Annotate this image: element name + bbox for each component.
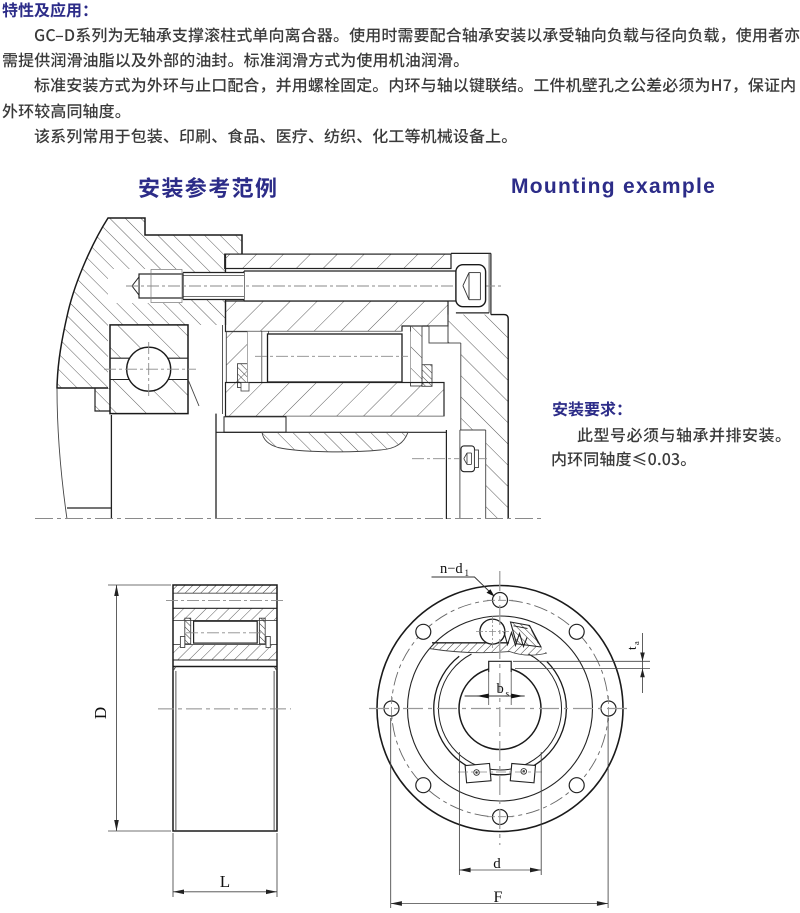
- svg-text:D: D: [91, 707, 110, 719]
- svg-text:n−d: n−d: [440, 561, 463, 577]
- svg-text:1: 1: [465, 568, 470, 578]
- svg-text:s: s: [506, 689, 510, 699]
- svg-text:b: b: [497, 681, 504, 697]
- svg-text:L: L: [220, 872, 230, 891]
- svg-text:d: d: [493, 856, 501, 872]
- svg-text:F: F: [494, 889, 503, 906]
- svg-text:t: t: [624, 646, 639, 650]
- svg-text:a: a: [631, 641, 641, 645]
